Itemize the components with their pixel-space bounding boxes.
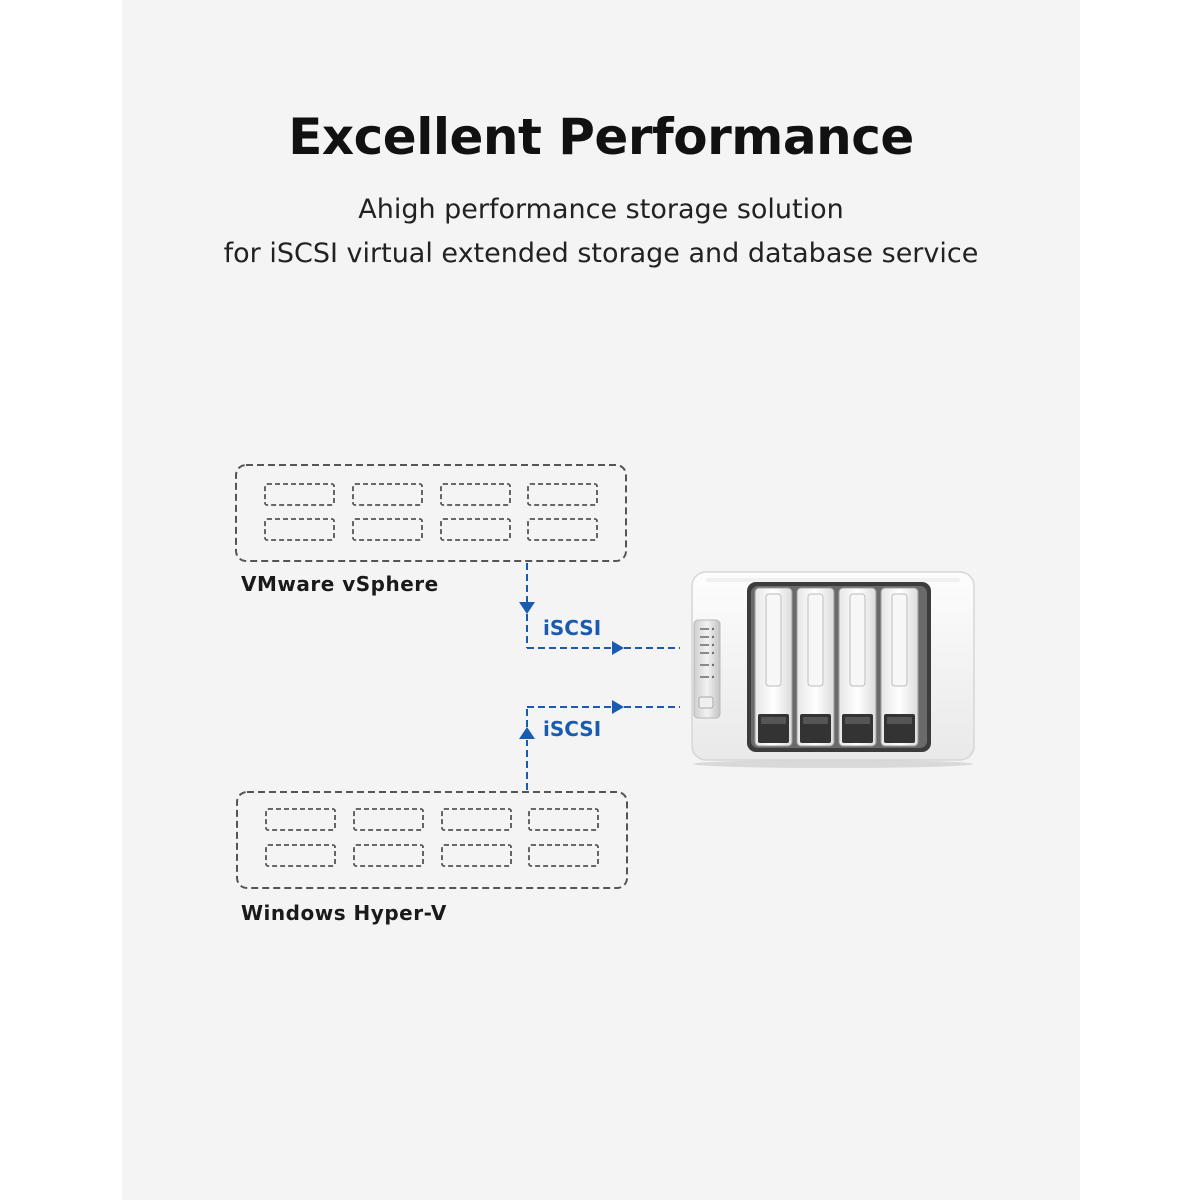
drive-tray-2-icon <box>796 587 835 747</box>
drive-tray-4-icon <box>880 587 919 747</box>
bottom-server-icon <box>236 791 628 889</box>
bottom-right-arrow-icon <box>612 700 624 714</box>
bottom-up-arrow-icon <box>519 727 535 739</box>
windows-hyper-v-label: Windows Hyper-V <box>241 901 447 925</box>
drive-tray-1-icon <box>754 587 793 747</box>
vmware-vsphere-label: VMware vSphere <box>241 572 439 596</box>
drive-tray-3-icon <box>838 587 877 747</box>
page-title: Excellent Performance <box>288 108 914 166</box>
top-right-arrow-icon <box>612 641 624 655</box>
top-iscsi-connector <box>526 563 680 649</box>
bottom-iscsi-label: iSCSI <box>543 717 602 741</box>
subtitle-line-2: for iSCSI virtual extended storage and d… <box>223 238 979 269</box>
bottom-iscsi-connector <box>526 706 680 790</box>
top-iscsi-label: iSCSI <box>543 616 602 640</box>
top-server-icon <box>235 464 627 562</box>
top-down-arrow-icon <box>519 602 535 614</box>
nas-enclosure-icon <box>691 571 975 768</box>
subtitle-line-1: Ahigh performance storage solution <box>358 194 844 225</box>
